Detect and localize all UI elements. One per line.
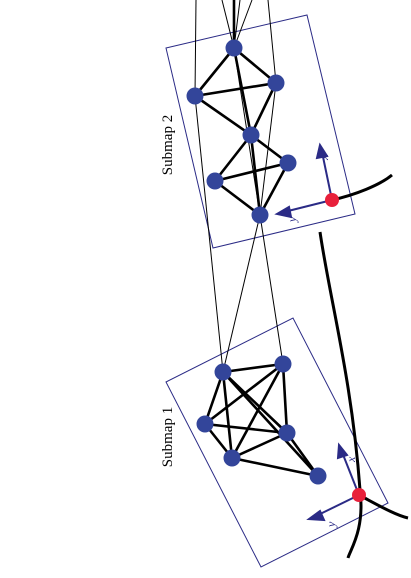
connector-edge bbox=[222, 214, 261, 373]
trajectory-curve-main bbox=[318, 231, 363, 559]
submap-1-edge bbox=[230, 431, 289, 460]
submap-2-edge bbox=[193, 94, 253, 137]
landmark-node bbox=[309, 467, 327, 485]
landmark-node bbox=[225, 39, 243, 57]
submap-1-edge bbox=[285, 431, 320, 478]
landmark-node bbox=[274, 355, 292, 373]
submap-2-edge bbox=[232, 46, 278, 85]
landmark-node bbox=[196, 415, 214, 433]
connector-edge bbox=[194, 0, 197, 97]
landmark-node bbox=[223, 449, 241, 467]
landmark-node bbox=[214, 363, 232, 381]
x-arrowhead bbox=[315, 142, 329, 160]
landmark-node bbox=[206, 172, 224, 190]
submap-2-edge bbox=[213, 179, 262, 217]
submap-1-edge bbox=[221, 362, 285, 374]
submap-2-edge bbox=[193, 81, 278, 98]
submap-1-edge bbox=[230, 362, 285, 460]
y-axis-arrow bbox=[315, 494, 360, 517]
submap-1-edge bbox=[203, 362, 285, 426]
connector-edge bbox=[267, 0, 277, 84]
landmark-node bbox=[242, 126, 260, 144]
frame-2-x-label: x bbox=[317, 154, 331, 161]
trajectory-curve-lower bbox=[358, 493, 409, 520]
submap-1-edge bbox=[203, 370, 225, 426]
submap-2-edge bbox=[258, 161, 290, 217]
landmark-node bbox=[186, 87, 204, 105]
landmark-node bbox=[251, 206, 269, 224]
submap-2-edge bbox=[249, 81, 278, 137]
submap-1-edges bbox=[203, 362, 320, 478]
x-arrowhead bbox=[336, 442, 349, 460]
x-axis-arrow bbox=[321, 151, 333, 201]
submap-2-edge bbox=[213, 161, 290, 183]
y-arrowhead bbox=[274, 205, 293, 219]
y-arrowhead bbox=[306, 509, 326, 522]
landmark-node bbox=[279, 154, 297, 172]
coordinate-frame-2 bbox=[274, 142, 333, 219]
submap-2-nodes bbox=[186, 39, 297, 224]
trajectory-curve-upper bbox=[331, 173, 393, 202]
connector-edge bbox=[259, 214, 284, 365]
submap-2-label: Submap 2 bbox=[160, 115, 176, 175]
frame-1-origin bbox=[352, 488, 366, 502]
submap-1-edge bbox=[281, 362, 289, 435]
coordinate-frame-1 bbox=[306, 442, 360, 522]
y-axis-arrow bbox=[283, 199, 333, 213]
submap-2-edge bbox=[213, 133, 253, 183]
x-axis-arrow bbox=[341, 451, 360, 496]
submap-2-box bbox=[165, 14, 356, 249]
frame-1-x-label: x bbox=[344, 456, 358, 463]
submap-2-edge bbox=[249, 133, 262, 217]
submap-1-edge bbox=[221, 370, 234, 460]
submap-1-edge bbox=[203, 422, 289, 435]
submap-1-nodes bbox=[196, 355, 327, 485]
submap-1-label: Submap 1 bbox=[160, 407, 176, 467]
submap-2-edge bbox=[232, 46, 253, 137]
frame-1-y-label: y bbox=[324, 521, 338, 528]
connector-edge bbox=[233, 0, 253, 49]
submap-2-edge bbox=[193, 46, 236, 98]
frame-2-y-label: y bbox=[285, 216, 299, 223]
connector-edge bbox=[194, 95, 224, 373]
landmark-node bbox=[278, 424, 296, 442]
landmark-node bbox=[267, 74, 285, 92]
submap-1-edge bbox=[221, 370, 320, 478]
submap-1-edge bbox=[230, 456, 320, 478]
frame-2-origin bbox=[325, 193, 339, 207]
submap-2-edges bbox=[193, 0, 290, 217]
submap-1-box bbox=[165, 317, 389, 568]
